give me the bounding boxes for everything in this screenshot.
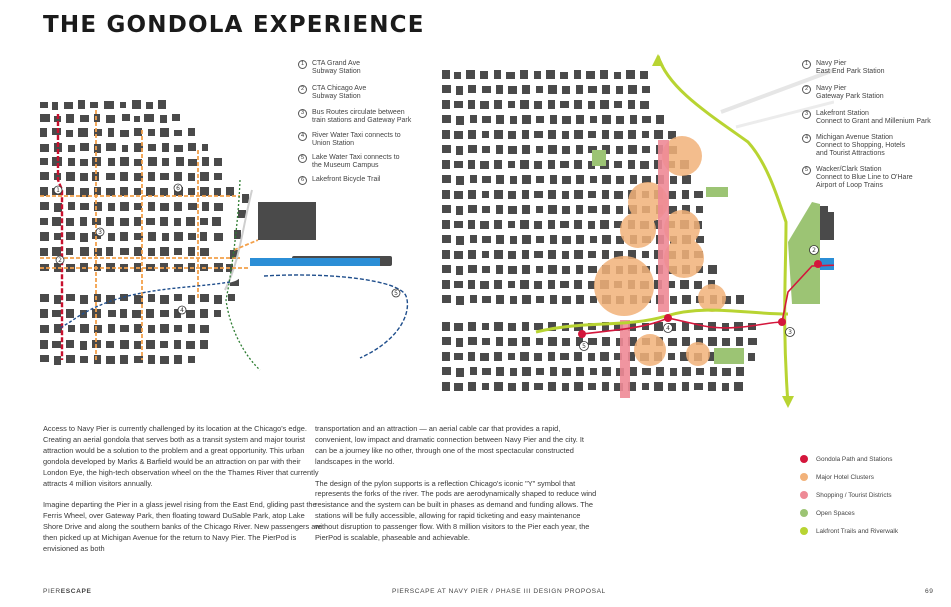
right-marker-5: 5 <box>582 343 586 350</box>
left-marker-1: 1 <box>56 187 60 194</box>
legend-number: 4 <box>298 132 307 141</box>
bus-routes <box>40 110 259 360</box>
transit-legend-item: 4 River Water Taxi connects to Union Stat… <box>298 132 458 148</box>
left-marker-6: 6 <box>176 185 180 192</box>
map-building-grid <box>442 70 834 391</box>
map-building-grid <box>40 100 392 365</box>
body-paragraph: The design of the pylon supports is a re… <box>315 478 597 543</box>
station-legend-item: 1 Navy Pier East End Park Station <box>802 60 951 76</box>
key-swatch <box>800 491 808 499</box>
right-marker-3: 3 <box>788 329 792 336</box>
key-label: Shopping / Tourist Districts <box>816 491 892 499</box>
key-swatch <box>800 527 808 535</box>
left-marker-4: 4 <box>180 307 184 314</box>
left-marker-3: 3 <box>98 229 102 236</box>
key-swatch <box>800 455 808 463</box>
trail-arrow-north <box>652 54 664 66</box>
transit-legend-item: 3 Bus Routes circulate between train stat… <box>298 109 458 125</box>
footer-brand: PIERESCAPE <box>43 588 92 595</box>
navy-pier-water <box>250 258 380 266</box>
gondola-route-map: 1 2 3 4 5 <box>442 54 834 408</box>
left-marker-5: 5 <box>394 290 398 297</box>
legend-text: River Water Taxi connects to Union Stati… <box>312 132 401 148</box>
legend-number: 5 <box>802 166 811 175</box>
lake-water-taxi <box>263 274 409 359</box>
open-spaces <box>592 150 820 364</box>
vignette-line-1 <box>720 68 834 114</box>
legend-text: Wacker/Clark Station Connect to Blue Lin… <box>816 166 913 190</box>
legend-text: Michigan Avenue Station Connect to Shopp… <box>816 134 906 158</box>
river-water-taxi <box>59 281 231 329</box>
legend-text: CTA Chicago Ave Subway Station <box>312 85 367 101</box>
key-label: Major Hotel Clusters <box>816 473 874 481</box>
body-paragraph: Imagine departing the Pier in a glass je… <box>43 500 322 553</box>
right-marker-2: 2 <box>812 247 816 254</box>
legend-text: Bus Routes circulate between train stati… <box>312 109 412 125</box>
key-label: Lakfront Trails and Riverwalk <box>816 527 899 535</box>
page-number: 69 <box>925 588 934 595</box>
body-column-2: transportation and an attraction — an ae… <box>315 424 597 555</box>
transit-legend-item: 2 CTA Chicago Ave Subway Station <box>298 85 458 101</box>
chicago-river-left <box>30 264 247 289</box>
key-row: Lakfront Trails and Riverwalk <box>800 527 950 535</box>
key-row: Gondola Path and Stations <box>800 455 950 463</box>
bike-trail <box>225 179 261 371</box>
station-legend-item: 2 Navy Pier Gateway Park Station <box>802 85 951 101</box>
trail-arrow-south <box>782 396 794 408</box>
shopping-district-michigan-ave <box>658 140 669 312</box>
station-legend: 1 Navy Pier East End Park Station 2 Navy P… <box>802 60 951 190</box>
transit-legend-item: 5 Lake Water Taxi connects to the Museum … <box>298 154 458 170</box>
legend-number: 1 <box>802 60 811 69</box>
left-map-markers: 1 2 3 4 5 6 <box>53 183 401 315</box>
transit-legend: 1 CTA Grand Ave Subway Station 2 CTA Chica… <box>298 60 428 190</box>
legend-number: 6 <box>298 176 307 185</box>
legend-text: Navy Pier Gateway Park Station <box>816 85 884 101</box>
key-label: Open Spaces <box>816 509 855 517</box>
key-swatch <box>800 473 808 481</box>
key-row: Shopping / Tourist Districts <box>800 491 950 499</box>
body-column-1: Access to Navy Pier is currently challen… <box>43 424 323 566</box>
legend-number: 5 <box>298 154 307 163</box>
station-legend-item: 5 Wacker/Clark Station Connect to Blue Li… <box>802 166 951 191</box>
body-paragraph: transportation and an attraction — an ae… <box>315 424 584 466</box>
legend-text: Navy Pier East End Park Station <box>816 60 885 76</box>
legend-number: 2 <box>802 85 811 94</box>
key-row: Major Hotel Clusters <box>800 473 950 481</box>
key-row: Open Spaces <box>800 509 950 517</box>
legend-number: 1 <box>298 60 307 69</box>
station-legend-item: 4 Michigan Avenue Station Connect to Shop… <box>802 134 951 159</box>
legend-text: Lakefront Station Connect to Grant and M… <box>816 110 931 126</box>
vignette-line-2 <box>735 100 834 129</box>
right-marker-4: 4 <box>666 325 670 332</box>
key-swatch <box>800 509 808 517</box>
page-title: THE GONDOLA EXPERIENCE <box>43 12 425 38</box>
gondola-stations <box>578 260 822 338</box>
brand-bold: ESCAPE <box>60 588 92 595</box>
brand-light: PIER <box>43 588 61 595</box>
legend-number: 3 <box>802 110 811 119</box>
transit-legend-item: 6 Lakefront Bicycle Trail <box>298 176 458 185</box>
legend-text: Lake Water Taxi connects to the Museum C… <box>312 154 400 170</box>
left-marker-2: 2 <box>58 257 62 264</box>
shopping-district-state-st <box>620 320 630 398</box>
legend-text: Lakefront Bicycle Trail <box>312 176 381 183</box>
station-legend-item: 3 Lakefront Station Connect to Grant and … <box>802 110 951 126</box>
cta-red-line <box>56 114 64 360</box>
legend-number: 2 <box>298 85 307 94</box>
transit-context-map: 1 2 3 4 5 6 <box>30 100 409 371</box>
legend-text: CTA Grand Ave Subway Station <box>312 60 361 76</box>
key-label: Gondola Path and Stations <box>816 455 893 463</box>
transit-legend-item: 1 CTA Grand Ave Subway Station <box>298 60 458 76</box>
navy-pier-water <box>820 258 834 270</box>
right-map-markers: 1 2 3 4 5 <box>579 245 819 351</box>
body-paragraph: Access to Navy Pier is currently challen… <box>43 424 319 488</box>
footer-title: PIERSCAPE AT NAVY PIER / PHASE III DESIG… <box>392 588 606 595</box>
legend-number: 4 <box>802 134 811 143</box>
legend-number: 3 <box>298 109 307 118</box>
